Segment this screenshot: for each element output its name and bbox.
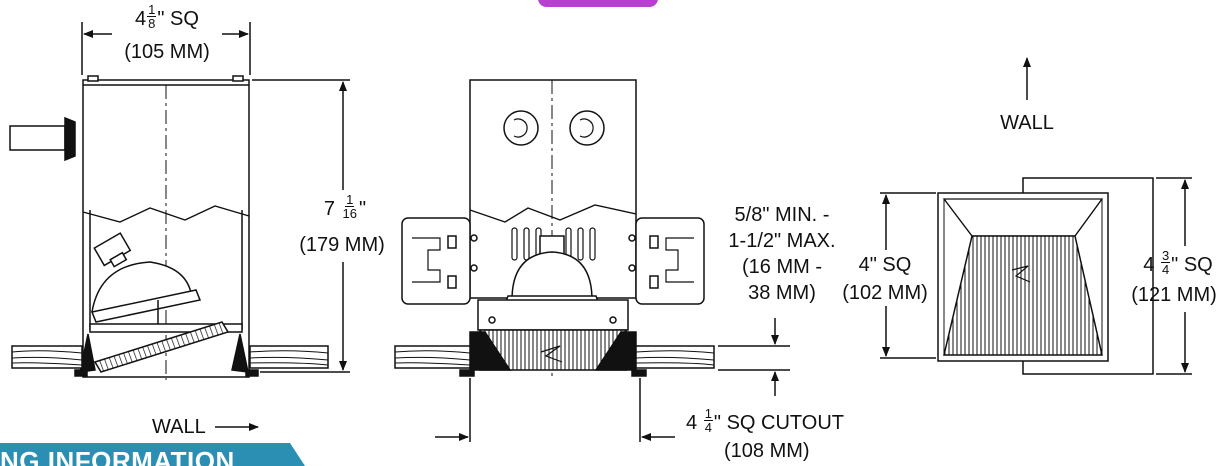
top-outer-unit: " SQ xyxy=(1171,253,1213,276)
top-inner-size: 4" SQ xyxy=(858,254,912,276)
side-view xyxy=(9,22,350,431)
top-inner-mm: (102 MM) xyxy=(842,282,928,304)
side-conduit xyxy=(9,125,66,151)
side-lens xyxy=(93,321,230,373)
side-ceiling-left xyxy=(11,345,83,369)
side-width-whole: 4 xyxy=(135,7,147,30)
front-break-line xyxy=(469,204,637,223)
top-outer-mm: (121 MM) xyxy=(1131,284,1217,306)
side-ceiling-right xyxy=(249,345,329,369)
ceiling-thickness-line1: 5/8" MIN. - xyxy=(734,204,830,226)
ceiling-thickness-line2: 1-1/2" MAX. xyxy=(728,230,836,252)
section-banner xyxy=(0,443,305,466)
front-reflector xyxy=(511,251,593,301)
top-wall-label: WALL xyxy=(1000,112,1054,134)
front-knockout-right xyxy=(569,110,605,146)
side-height-whole: 7 xyxy=(323,197,335,220)
front-bracket-left xyxy=(401,217,478,305)
side-width-unit: " SQ xyxy=(157,7,199,30)
front-bracket-right xyxy=(628,217,705,305)
top-outer-whole: 4 xyxy=(1143,253,1155,276)
top-view xyxy=(880,57,1192,375)
front-ceiling-left xyxy=(394,345,471,369)
ceiling-thickness-line4: 38 MM) xyxy=(748,282,816,304)
front-view xyxy=(394,79,790,442)
cutout-whole: 4 xyxy=(686,411,698,434)
highlight-tab xyxy=(538,0,658,7)
ceiling-thickness-line3: (16 MM - xyxy=(742,256,822,278)
front-knockout-left xyxy=(503,110,539,146)
cutout-unit: " SQ CUTOUT xyxy=(713,411,844,434)
side-height-mm: (179 MM) xyxy=(299,234,385,256)
side-lamp-socket xyxy=(93,232,132,268)
side-break-line xyxy=(82,205,250,223)
side-wall-label: WALL xyxy=(152,416,206,438)
side-height-unit: " xyxy=(359,197,367,220)
front-ceiling-right xyxy=(635,345,715,369)
top-baffle xyxy=(943,235,1103,356)
side-width-mm: (105 MM) xyxy=(124,41,210,63)
cutout-mm: (108 MM) xyxy=(724,440,810,462)
front-vent-slots xyxy=(511,227,596,261)
section-banner-text: NG INFORMATION xyxy=(0,446,235,466)
